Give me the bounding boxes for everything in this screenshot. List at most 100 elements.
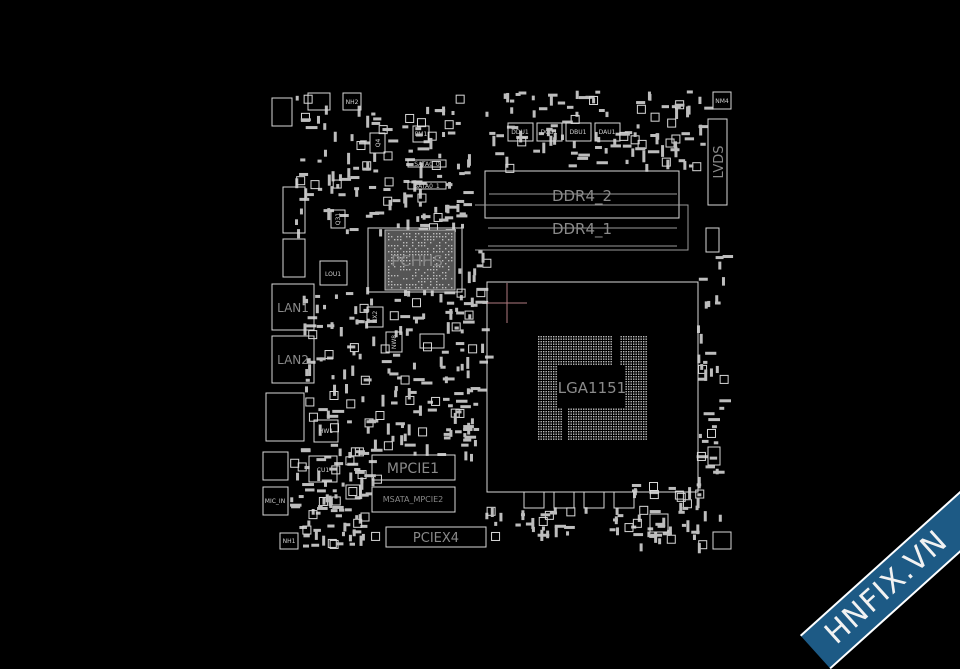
smd-pad [430,290,434,297]
smd-pad [549,96,553,106]
ddu1-chip[interactable]: DDU1 [507,122,534,142]
lga-pin [645,381,647,383]
lga-pin [635,438,637,440]
smd-pad [391,435,395,442]
lga-pin [600,343,602,345]
cpu-socket[interactable]: LGA1151 [486,281,699,493]
smd-pad [388,199,392,211]
lga-pin [590,413,592,415]
nm4-chip[interactable]: NM4 [712,91,732,110]
lga-pin [568,426,570,428]
smd-pad [674,141,678,149]
lga-pin [585,363,587,365]
lan2-connector[interactable]: LAN2 [271,335,315,384]
mic-in-jack[interactable]: MIC_IN [262,486,289,516]
lga-pin [643,426,645,428]
pm1-chip[interactable]: PM1 [412,125,430,143]
smd-pad [464,435,477,439]
dcu1-chip[interactable]: DCU1 [536,122,563,142]
lga-pin [630,426,632,428]
sata0-connector[interactable]: SATA0_0 [407,159,447,168]
lga-pin [595,423,597,425]
component-outline [375,411,385,421]
lga-pin [558,351,560,353]
lga-pin [543,428,545,430]
hw1-chip[interactable]: HW1 [313,419,339,443]
dau1-chip[interactable]: DAU1 [594,122,621,142]
msata-slot[interactable]: MSATA_MPCIE2 [371,486,456,513]
smd-pad [303,534,310,538]
nw8-chip[interactable]: NW8 [385,331,403,353]
nh2-chip[interactable]: NH2 [342,92,362,111]
lga-pin [628,371,630,373]
pciex4-slot[interactable]: PCIEX4 [385,526,487,548]
lga-pin [633,388,635,390]
lga-pin [615,431,617,433]
lga-pin [603,346,605,348]
lga-pin [583,363,585,365]
lga-pin [575,338,577,340]
smd-pad [456,199,465,203]
cu1-chip[interactable]: CU1 [308,455,338,483]
lga-pin [545,373,547,375]
component-outline [290,458,300,468]
smd-pad [302,295,306,306]
lga-pin [625,423,627,425]
bga-ball [412,254,414,256]
lvds-connector[interactable]: LVDS [707,118,728,206]
lga-pin [630,436,632,438]
lga-pin [623,431,625,433]
lga-pin [630,418,632,420]
smd-pad [324,481,328,487]
ddr4-1-slot[interactable]: DDR4_1 [475,204,689,251]
smd-pad [688,164,694,168]
lga-pin [593,361,595,363]
lga-pin [630,378,632,380]
lga-pin [638,436,640,438]
lan1-connector[interactable]: LAN1 [271,283,315,331]
smd-pad [463,320,475,324]
dbu1-chip[interactable]: DBU1 [565,122,592,142]
lga-pin [623,408,625,410]
ddr4-2-slot[interactable]: DDR4_2 [484,170,680,219]
smd-pad [546,128,550,137]
lga-pin [545,376,547,378]
lga-pin [628,406,630,408]
q4-part[interactable]: Q4 [369,132,386,154]
nh1-chip[interactable]: NH1 [279,532,299,550]
bga-ball [409,284,411,286]
sata1-connector[interactable]: SATA0_1 [407,181,447,190]
lga-pin [643,376,645,378]
lga-pin [640,366,642,368]
misc-outlines [262,92,732,550]
lga-pin [543,423,545,425]
lga-pin [610,416,612,418]
bga-ball [406,236,408,238]
lga-pin [628,361,630,363]
lga-pin [590,358,592,360]
smd-pad [394,330,398,338]
lga-pin [628,378,630,380]
smd-pad [549,511,558,515]
lga-pin [545,381,547,383]
bga-ball [397,275,399,277]
nx2-chip[interactable]: NX2 [366,306,384,328]
lga-pin [568,336,570,338]
bga-ball [451,260,453,262]
lga-pin [543,433,545,435]
lga-pin [558,413,560,415]
lou1-chip[interactable]: LOU1 [319,260,348,286]
q31-part[interactable]: Q31 [330,209,346,229]
lga-pin [548,336,550,338]
lga-pin [538,403,540,405]
lga-pin [588,436,590,438]
pch-chip[interactable]: PCHHS [367,227,463,293]
mpcie1-slot[interactable]: MPCIE1 [371,454,456,481]
lga-pin [560,358,562,360]
lga-pin [603,438,605,440]
lga-pin [628,351,630,353]
boardview-canvas[interactable]: PCHHS LAN1 LAN2 DDR4_2 DDR4_1 LVDS LGA11… [0,0,960,639]
smd-pad [323,123,327,130]
lga-pin [580,336,582,338]
lga-pin [625,408,627,410]
